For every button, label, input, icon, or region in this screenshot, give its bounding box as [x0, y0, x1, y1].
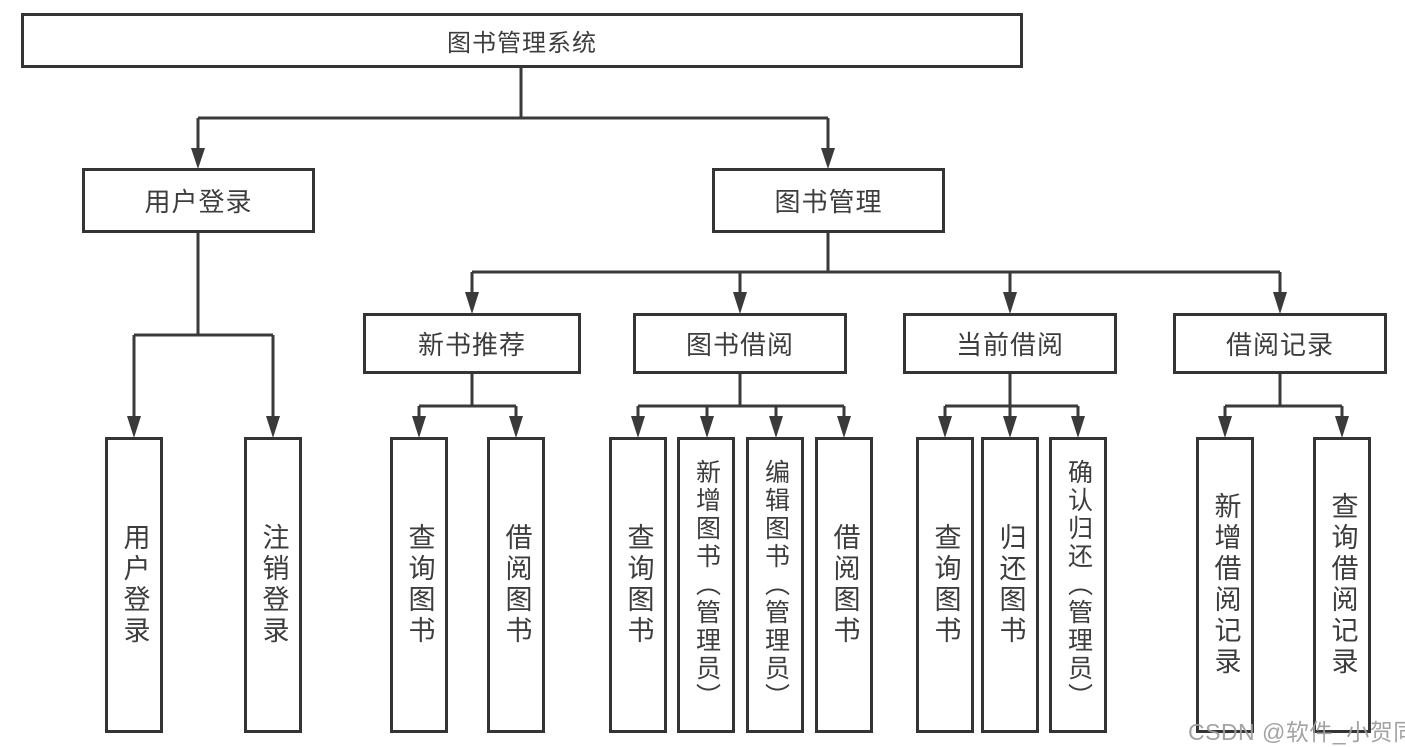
leaf-add-borrow-record: 新增借阅记录	[1196, 437, 1254, 733]
node-new-book-rec: 新书推荐	[363, 313, 581, 374]
leaf-add-book-admin: 新增图书（管理员）	[677, 437, 735, 733]
node-current-borrow: 当前借阅	[903, 313, 1117, 374]
leaf-borrow-search-books: 查询图书	[609, 437, 667, 733]
leaf-borrow-borrow-books: 借阅图书	[815, 437, 873, 733]
connector-user-login-children	[127, 233, 280, 438]
connector-book-borrow-children	[631, 374, 851, 438]
leaf-edit-book-admin: 编辑图书（管理员）	[746, 437, 804, 733]
connector-new-book-children	[412, 374, 523, 438]
leaf-logout: 注销登录	[244, 437, 302, 733]
connector-current-borrow-children	[938, 374, 1085, 438]
node-borrow-record: 借阅记录	[1173, 313, 1387, 374]
connector-book-mgmt-sections	[465, 233, 1287, 314]
node-root: 图书管理系统	[21, 13, 1023, 68]
csdn-watermark: CSDN @软件_小贺同学	[1188, 719, 1405, 745]
leaf-current-search-books: 查询图书	[916, 437, 974, 733]
connector-root-to-level2	[191, 68, 835, 169]
leaf-return-books: 归还图书	[981, 437, 1039, 733]
leaf-newrec-search-books: 查询图书	[390, 437, 448, 733]
connector-borrow-record-children	[1218, 374, 1349, 438]
leaf-confirm-return-admin: 确认归还（管理员）	[1049, 437, 1107, 733]
node-book-borrow: 图书借阅	[633, 313, 847, 374]
leaf-search-borrow-record: 查询借阅记录	[1313, 437, 1371, 733]
leaf-newrec-borrow-books: 借阅图书	[487, 437, 545, 733]
node-user-login: 用户登录	[82, 168, 315, 233]
leaf-user-login: 用户登录	[105, 437, 163, 733]
node-book-mgmt: 图书管理	[712, 168, 945, 233]
